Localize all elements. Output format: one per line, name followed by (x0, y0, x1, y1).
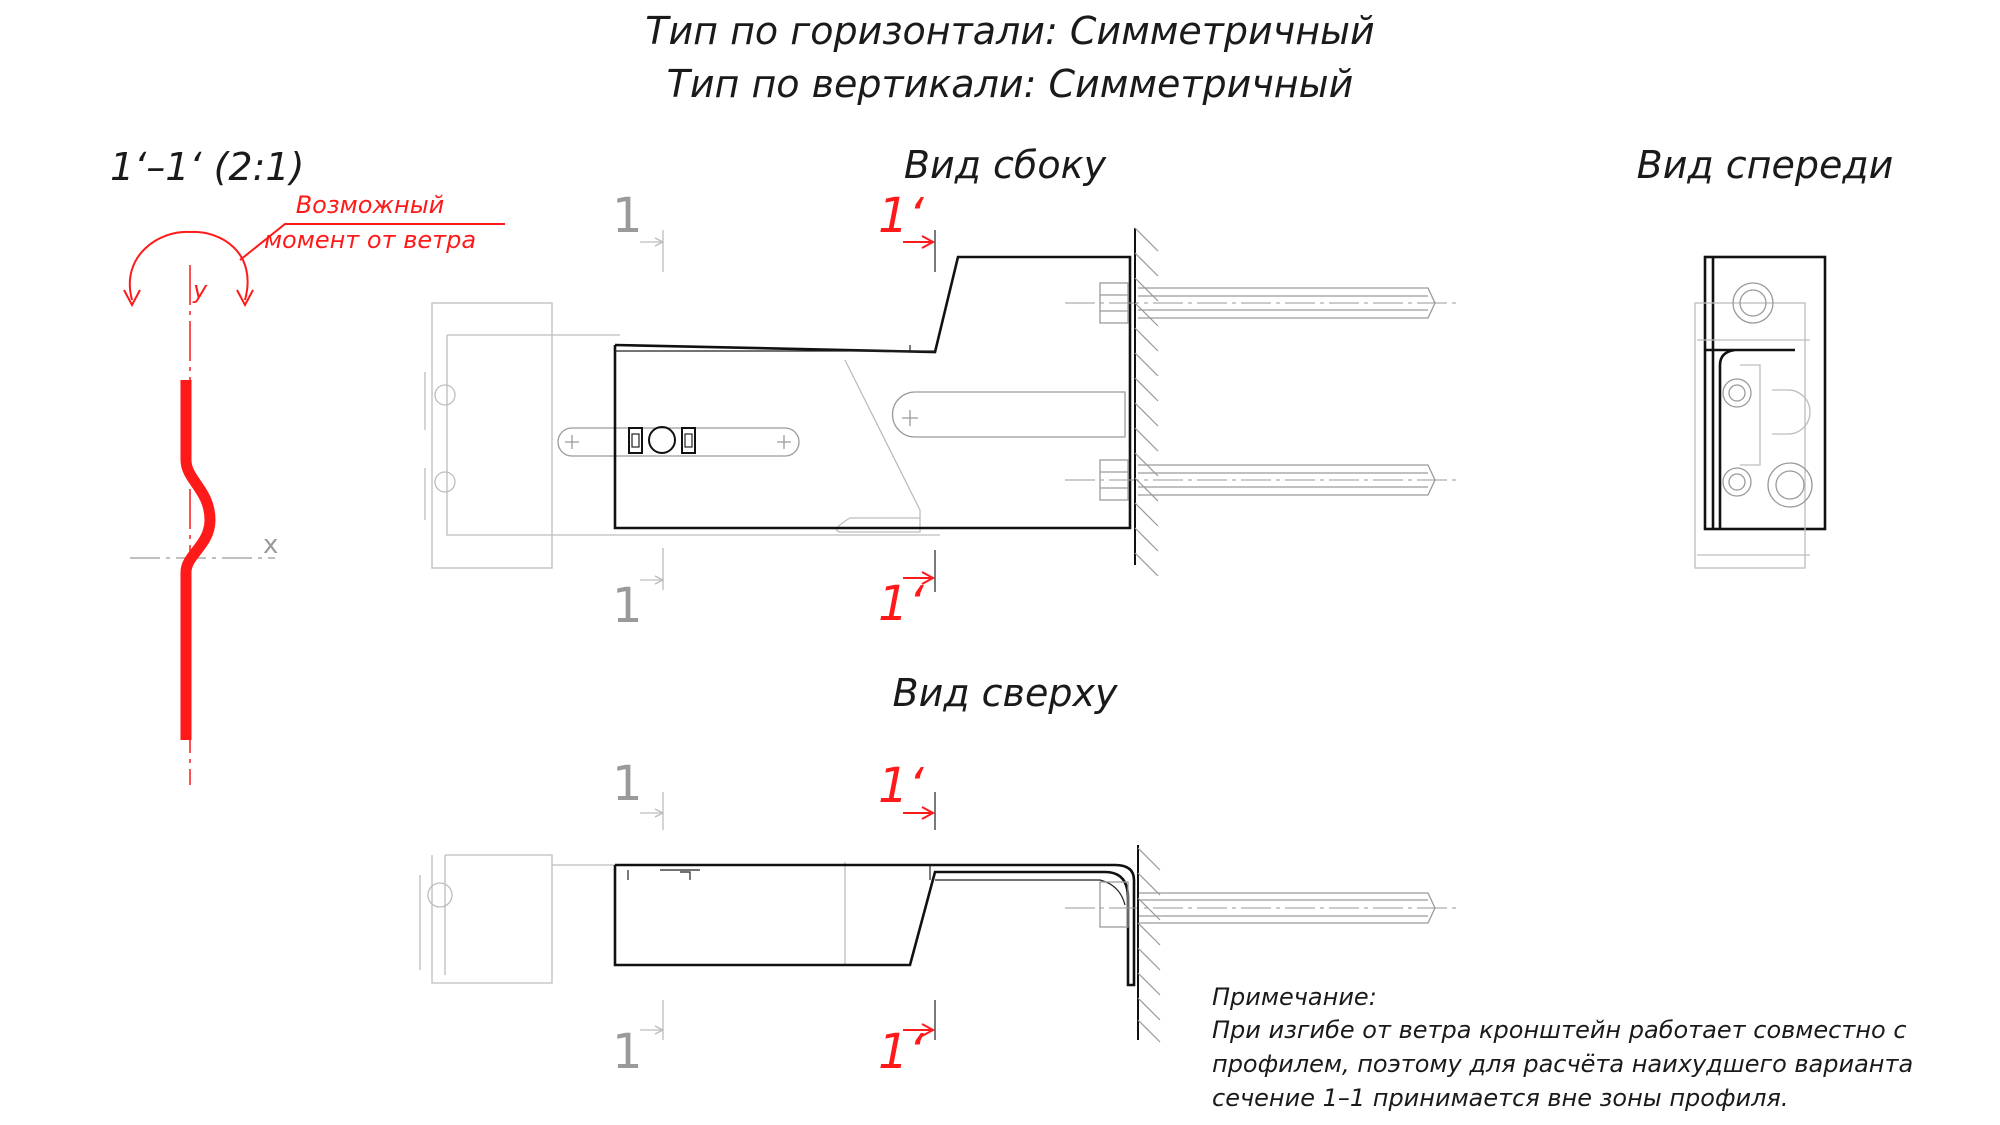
note-heading: Примечание: (1212, 983, 1377, 1011)
side-profile-ghost (431, 302, 553, 569)
cut-mark-gray-top-top: 1 (612, 756, 643, 812)
front-bolt-top (1732, 282, 1774, 324)
front-view (1694, 255, 1827, 569)
side-view: 1 1 1‘ 1‘ (424, 188, 1460, 634)
moment-arrowhead-left (123, 289, 141, 308)
y-axis-label: y (192, 276, 208, 304)
front-plate (1703, 255, 1827, 531)
cut-mark-red-bottom-side: 1‘ (878, 576, 925, 632)
profile-section (180, 380, 216, 740)
fastener-square-left (628, 427, 643, 454)
top-nut (1099, 881, 1129, 928)
wind-moment-label-1: Возможный (296, 191, 445, 219)
note-line-3: сечение 1–1 принимается вне зоны профиля… (1212, 1084, 1788, 1112)
wind-moment-leader (239, 223, 505, 261)
cut-mark-red-top-side: 1‘ (878, 188, 925, 244)
side-view-title: Вид сбоку (904, 143, 1107, 187)
note-line-2: профилем, поэтому для расчёта наихудшего… (1212, 1050, 1913, 1078)
side-slot-right (891, 391, 1126, 438)
side-bracket-body (613, 255, 1132, 530)
side-slot-left (557, 427, 800, 457)
cut-mark-red-top-top: 1‘ (878, 758, 925, 814)
x-axis-label: x (263, 530, 278, 560)
wall-hatching-top (1137, 847, 1161, 1043)
moment-arrowhead-right (236, 289, 254, 308)
note-block: Примечание: При изгибе от ветра кронштей… (1212, 983, 1913, 1112)
front-bolt-bottom (1767, 462, 1813, 508)
note-line-1: При изгибе от ветра кронштейн работает с… (1212, 1016, 1907, 1044)
moment-arrow (129, 230, 249, 301)
top-view: 1 1 1‘ 1‘ (419, 756, 1460, 1080)
top-view-title: Вид сверху (893, 671, 1118, 715)
cut-mark-red-bottom-top: 1‘ (878, 1024, 925, 1080)
fastener-square-right (681, 427, 696, 454)
front-profile (1705, 348, 1795, 528)
cut-mark-gray-bottom-top: 1 (612, 1024, 643, 1080)
cut-mark-gray-bottom-side: 1 (612, 578, 643, 634)
wind-moment-label-2: момент от ветра (264, 226, 476, 254)
horizontal-type-title: Тип по горизонтали: Симметричный (645, 9, 1375, 53)
vertical-type-title: Тип по вертикали: Симметричный (667, 62, 1354, 106)
fastener-round (648, 426, 676, 454)
front-washer-bottom (1722, 467, 1752, 497)
front-washer-mid (1722, 378, 1752, 408)
cut-mark-gray-top-side: 1 (612, 188, 643, 244)
section-title: 1‘–1‘ (2:1) (110, 145, 304, 189)
front-view-title: Вид спереди (1637, 143, 1894, 187)
top-bracket-body (613, 863, 1136, 987)
wall-hatching-side (1134, 227, 1159, 577)
section-view: 1‘–1‘ (2:1) Возможный момент от ветра y … (110, 145, 505, 785)
